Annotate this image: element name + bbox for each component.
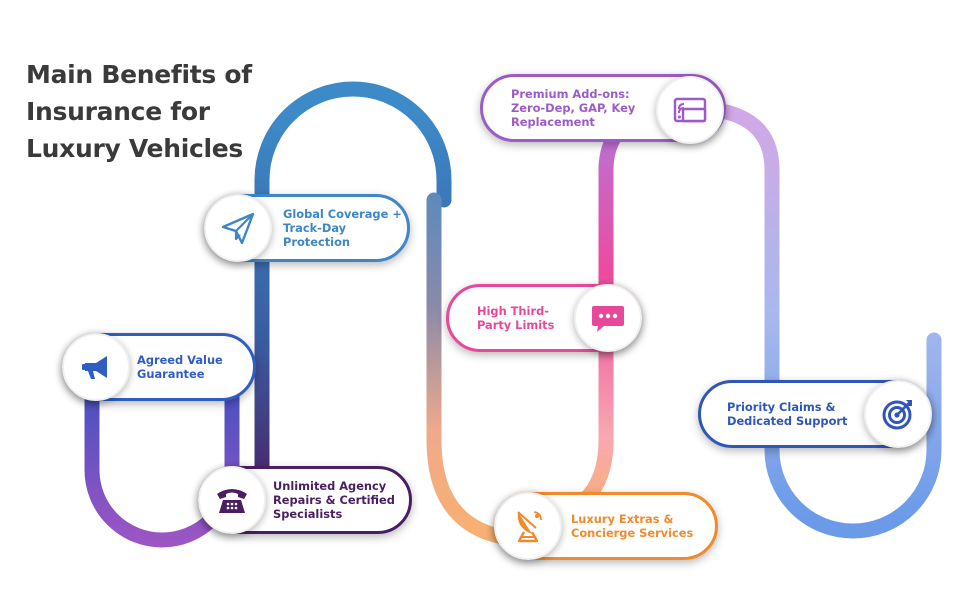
benefit-label: Zero-Dep, GAP, Key bbox=[511, 101, 636, 115]
page-title: Main Benefits of Insurance for Luxury Ve… bbox=[26, 56, 286, 167]
paper-plane-icon bbox=[221, 212, 255, 245]
satellite-dish-icon bbox=[517, 511, 542, 543]
chat-bubble-icon bbox=[592, 306, 624, 332]
benefit-label: Premium Add-ons: bbox=[511, 87, 630, 101]
telephone-badge bbox=[198, 466, 266, 534]
wireless-screen-badge bbox=[656, 76, 724, 144]
paper-plane-badge bbox=[204, 194, 272, 262]
benefit-label: Party Limits bbox=[477, 318, 555, 332]
benefit-label: Protection bbox=[283, 235, 350, 249]
wireless-screen-icon bbox=[673, 97, 707, 123]
benefit-label: Repairs & Certified bbox=[273, 493, 395, 507]
title-line: Main Benefits of bbox=[26, 60, 252, 89]
benefit-label: Track-Day bbox=[283, 221, 347, 235]
benefit-label: Concierge Services bbox=[571, 526, 694, 540]
benefit-label: Dedicated Support bbox=[727, 414, 848, 428]
chat-bubble-badge bbox=[574, 284, 642, 352]
target-badge bbox=[864, 380, 932, 448]
benefit-label: Priority Claims & bbox=[727, 400, 836, 414]
benefit-label: Replacement bbox=[511, 115, 595, 129]
title-line: Insurance for bbox=[26, 97, 210, 126]
title-line: Luxury Vehicles bbox=[26, 134, 244, 163]
benefit-label: Luxury Extras & bbox=[571, 512, 674, 526]
benefit-label: Unlimited Agency bbox=[273, 479, 387, 493]
benefit-label: Guarantee bbox=[137, 367, 205, 381]
megaphone-badge bbox=[62, 333, 130, 401]
target-icon bbox=[882, 400, 912, 430]
megaphone-icon bbox=[82, 356, 107, 379]
telephone-icon bbox=[217, 489, 247, 513]
benefit-label: High Third- bbox=[477, 304, 549, 318]
benefit-label: Specialists bbox=[273, 507, 343, 521]
benefit-label: Agreed Value bbox=[137, 353, 223, 367]
benefit-label: Global Coverage + bbox=[283, 207, 402, 221]
satellite-dish-badge bbox=[494, 492, 562, 560]
